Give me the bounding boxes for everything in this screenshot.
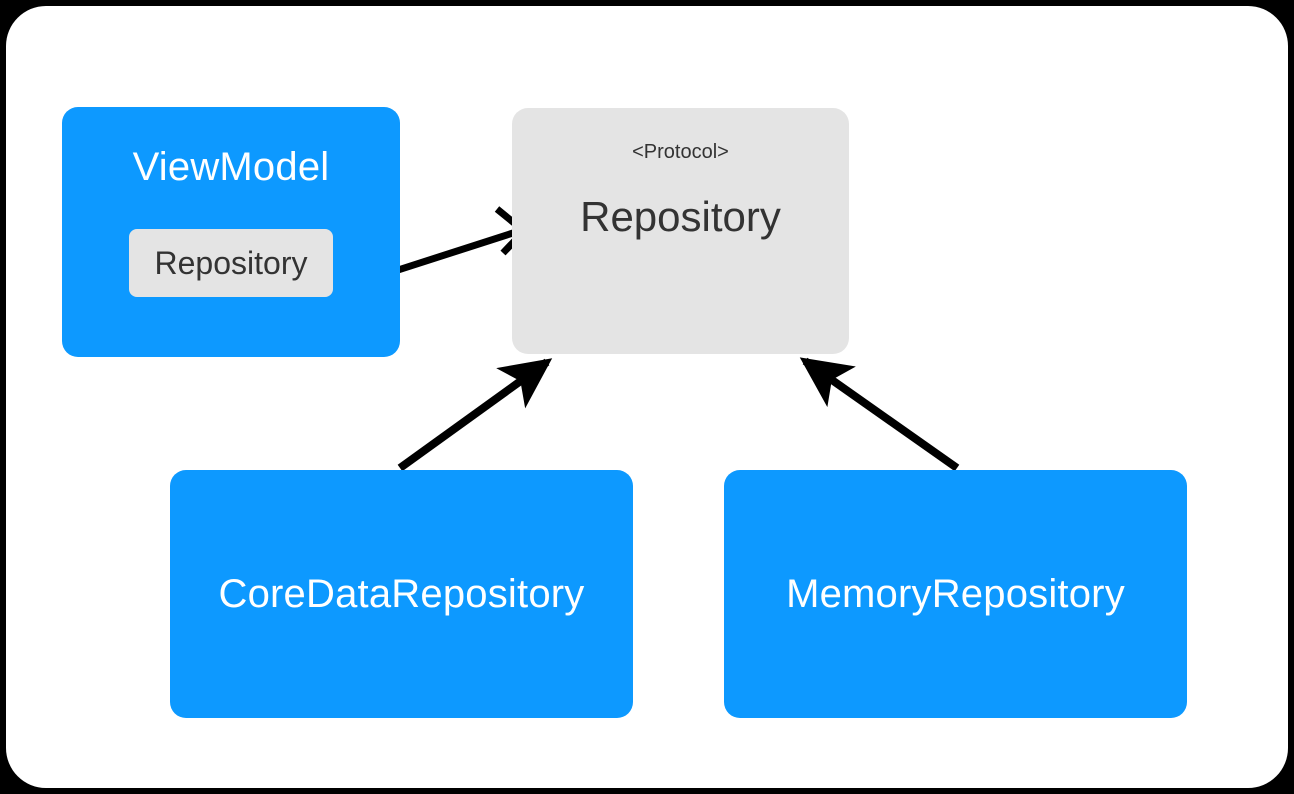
- node-repository-protocol[interactable]: <Protocol> Repository: [512, 108, 849, 354]
- node-memory-repository[interactable]: MemoryRepository: [724, 470, 1187, 718]
- node-viewmodel-property-chip[interactable]: Repository: [128, 229, 334, 297]
- node-viewmodel-label: ViewModel: [132, 145, 330, 189]
- node-coredata-repository-label: CoreDataRepository: [218, 572, 585, 616]
- node-viewmodel[interactable]: ViewModel Repository: [62, 107, 400, 357]
- node-repository-label: Repository: [580, 193, 781, 240]
- node-coredata-repository[interactable]: CoreDataRepository: [170, 470, 633, 718]
- node-memory-repository-label: MemoryRepository: [786, 572, 1125, 616]
- node-repository-stereotype: <Protocol>: [632, 141, 729, 163]
